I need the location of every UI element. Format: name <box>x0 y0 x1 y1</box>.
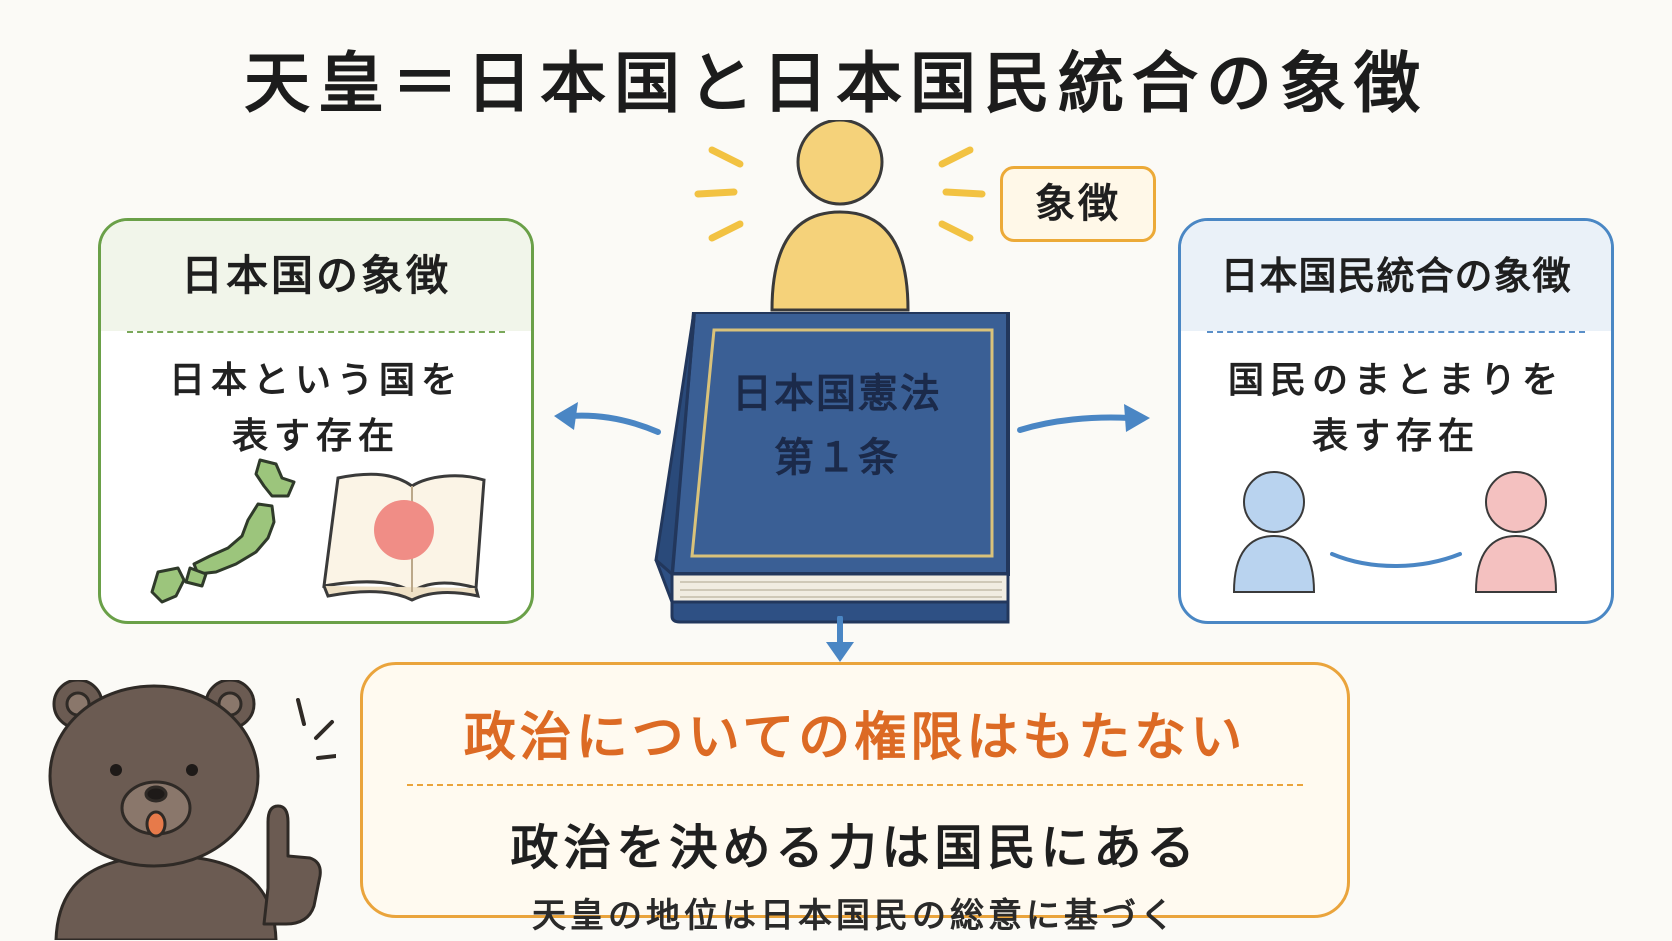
arrow-down-icon <box>826 616 854 662</box>
symbol-tag: 象徴 <box>1000 166 1156 242</box>
book-title: 日本国憲法 第１条 <box>702 362 972 490</box>
divider <box>127 331 505 333</box>
arrow-right-icon <box>1017 404 1150 433</box>
book-title-line1: 日本国憲法 <box>732 371 942 417</box>
no-political-power-headline: 政治についての権限はもたない <box>463 708 1247 768</box>
people-unity-description: 国民のまとまりを 表す存在 <box>1181 353 1611 465</box>
bear-pointing-icon <box>48 680 336 940</box>
emperor-figure-icon <box>694 120 986 312</box>
japan-symbol-description: 日本という国を 表す存在 <box>101 353 531 465</box>
page-title: 天皇＝日本国と日本国民統合の象徴 <box>244 45 1428 122</box>
people-unity-line2: 表す存在 <box>1311 416 1480 457</box>
divider <box>407 784 1303 786</box>
japan-symbol-line2: 表す存在 <box>231 416 400 457</box>
status-statement: 天皇の地位は日本国民の総意に基づく <box>532 896 1178 936</box>
book-title-line2: 第１条 <box>774 435 900 481</box>
bottom-summary-box: 政治についての権限はもたない 政治を決める力は国民にある 天皇の地位は日本国民の… <box>360 662 1350 936</box>
japan-flag-book-icon <box>322 472 486 602</box>
people-unity-line1: 国民のまとまりを <box>1227 360 1564 401</box>
people-connected-icon <box>1232 471 1558 593</box>
japan-symbol-line1: 日本という国を <box>168 360 463 401</box>
japan-symbol-heading: 日本国の象徴 <box>101 221 531 331</box>
japan-map-icon <box>150 458 296 604</box>
divider <box>1207 331 1585 333</box>
people-unity-heading: 日本国民統合の象徴 <box>1181 221 1611 331</box>
constitution-book-icon <box>654 312 1010 624</box>
sovereignty-statement: 政治を決める力は国民にある <box>510 820 1200 876</box>
arrow-left-icon <box>554 402 661 435</box>
